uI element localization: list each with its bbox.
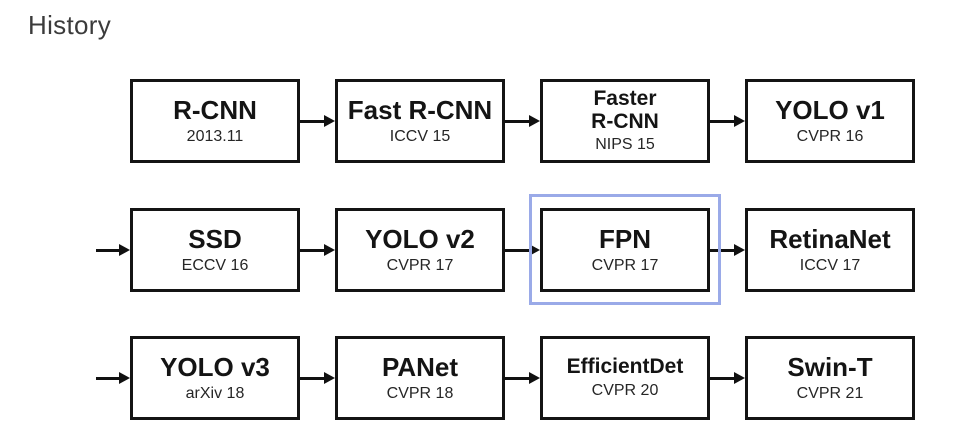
model-name: R-CNN bbox=[173, 95, 257, 126]
arrow-right-icon bbox=[96, 336, 130, 420]
arrow-right-icon bbox=[300, 79, 335, 163]
model-venue: 2013.11 bbox=[186, 127, 244, 145]
model-box-fast-r-cnn: Fast R-CNN ICCV 15 bbox=[335, 79, 505, 163]
model-box-yolo-v3: YOLO v3 arXiv 18 bbox=[130, 336, 300, 420]
model-venue: ICCV 15 bbox=[389, 127, 451, 145]
model-name: RetinaNet bbox=[769, 224, 891, 255]
arrow-right-icon bbox=[710, 79, 745, 163]
arrow-right-icon bbox=[505, 208, 540, 292]
model-venue: ICCV 17 bbox=[799, 256, 861, 274]
model-venue: CVPR 16 bbox=[796, 127, 864, 145]
model-box-ssd: SSD ECCV 16 bbox=[130, 208, 300, 292]
model-box-r-cnn: R-CNN 2013.11 bbox=[130, 79, 300, 163]
page-title: History bbox=[28, 10, 111, 40]
arrow-right-icon bbox=[96, 208, 130, 292]
model-name: YOLO v2 bbox=[365, 224, 475, 255]
model-box-retinanet: RetinaNet ICCV 17 bbox=[745, 208, 915, 292]
flow-row-1: R-CNN 2013.11 Fast R-CNN ICCV 15 Faster … bbox=[130, 79, 915, 163]
model-box-yolo-v2: YOLO v2 CVPR 17 bbox=[335, 208, 505, 292]
model-name: FPN bbox=[599, 224, 651, 255]
model-venue: NIPS 15 bbox=[595, 136, 655, 154]
model-box-swin-t: Swin-T CVPR 21 bbox=[745, 336, 915, 420]
model-name: Fast R-CNN bbox=[347, 95, 493, 126]
model-name: PANet bbox=[381, 352, 459, 383]
model-name: Swin-T bbox=[787, 352, 873, 383]
model-venue: arXiv 18 bbox=[185, 384, 245, 402]
model-name: YOLO v3 bbox=[160, 352, 270, 383]
model-venue: CVPR 17 bbox=[591, 256, 659, 274]
arrow-right-icon bbox=[300, 208, 335, 292]
arrow-right-icon bbox=[505, 336, 540, 420]
model-name: Faster R-CNN bbox=[591, 86, 659, 133]
model-box-efficientdet: EfficientDet CVPR 20 bbox=[540, 336, 710, 420]
model-venue: CVPR 21 bbox=[796, 384, 864, 402]
arrow-right-icon bbox=[710, 208, 745, 292]
flow-row-2: SSD ECCV 16 YOLO v2 CVPR 17 FPN CVPR 17 … bbox=[96, 194, 915, 305]
arrow-right-icon bbox=[505, 79, 540, 163]
model-venue: CVPR 20 bbox=[591, 381, 659, 399]
model-box-fpn: FPN CVPR 17 bbox=[529, 194, 721, 305]
model-box-faster-r-cnn: Faster R-CNN NIPS 15 bbox=[540, 79, 710, 163]
arrow-right-icon bbox=[300, 336, 335, 420]
model-name: EfficientDet bbox=[566, 355, 684, 379]
model-box-panet: PANet CVPR 18 bbox=[335, 336, 505, 420]
model-venue: ECCV 16 bbox=[181, 256, 249, 274]
model-name: YOLO v1 bbox=[775, 95, 885, 126]
flow-row-3: YOLO v3 arXiv 18 PANet CVPR 18 Efficient… bbox=[96, 336, 915, 420]
model-venue: CVPR 17 bbox=[386, 256, 454, 274]
model-venue: CVPR 18 bbox=[386, 384, 454, 402]
arrow-right-icon bbox=[710, 336, 745, 420]
model-name: SSD bbox=[188, 224, 242, 255]
model-box-yolo-v1: YOLO v1 CVPR 16 bbox=[745, 79, 915, 163]
